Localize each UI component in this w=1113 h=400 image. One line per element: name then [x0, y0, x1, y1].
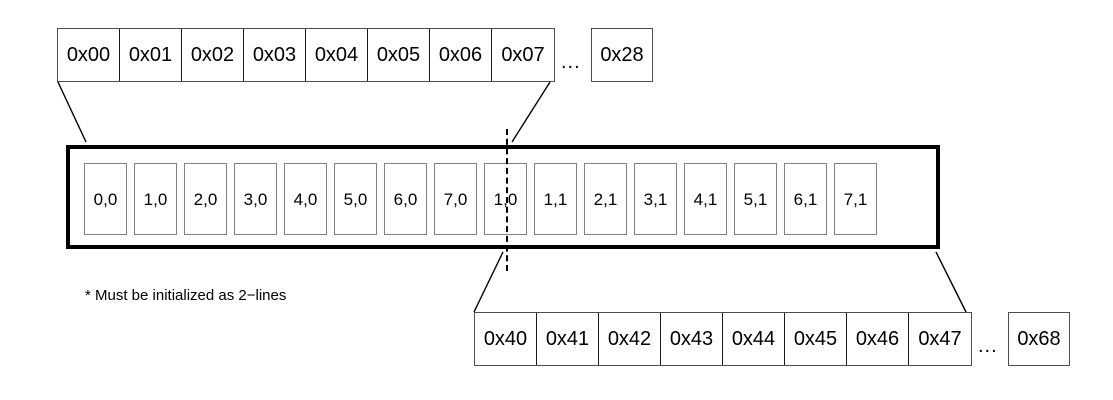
cache-cell[interactable]: 3,1 [634, 163, 677, 235]
cache-cell[interactable]: 3,0 [234, 163, 277, 235]
cache-cell[interactable]: 2,0 [184, 163, 227, 235]
cache-cell[interactable]: 0,0 [84, 163, 127, 235]
cache-cell-row: 0,0 1,0 2,0 3,0 4,0 5,0 6,0 7,0 1,0 1,1 … [84, 163, 877, 235]
cache-cell[interactable]: 6,0 [384, 163, 427, 235]
address-cell[interactable]: 0x03 [244, 29, 306, 81]
address-cell[interactable]: 0x06 [430, 29, 492, 81]
address-cell[interactable]: 0x02 [182, 29, 244, 81]
address-cell[interactable]: 0x07 [492, 29, 554, 81]
connector-bottom-left [473, 251, 504, 313]
line-split-divider [506, 129, 508, 271]
cache-cell[interactable]: 1,0 [484, 163, 527, 235]
cache-cell[interactable]: 5,1 [734, 163, 777, 235]
bottom-address-strip: 0x40 0x41 0x42 0x43 0x44 0x45 0x46 0x47 [474, 312, 972, 366]
address-cell[interactable]: 0x42 [599, 313, 661, 365]
address-cell[interactable]: 0x45 [785, 313, 847, 365]
address-cell[interactable]: 0x04 [306, 29, 368, 81]
cache-cell[interactable]: 4,1 [684, 163, 727, 235]
address-cell[interactable]: 0x41 [537, 313, 599, 365]
top-ellipsis: ... [561, 51, 581, 73]
connector-top-left [57, 81, 87, 143]
cache-cell[interactable]: 5,0 [334, 163, 377, 235]
address-cell[interactable]: 0x05 [368, 29, 430, 81]
address-cell[interactable]: 0x40 [475, 313, 537, 365]
address-cell[interactable]: 0x01 [120, 29, 182, 81]
address-cell[interactable]: 0x47 [909, 313, 971, 365]
cache-cell[interactable]: 2,1 [584, 163, 627, 235]
bottom-last-address-box[interactable]: 0x68 [1008, 312, 1070, 366]
cache-cell[interactable]: 4,0 [284, 163, 327, 235]
top-last-address-box[interactable]: 0x28 [591, 28, 653, 82]
connector-bottom-right [935, 251, 967, 313]
cache-cell[interactable]: 1,0 [134, 163, 177, 235]
cache-cell[interactable]: 6,1 [784, 163, 827, 235]
cache-cell[interactable]: 1,1 [534, 163, 577, 235]
address-cell[interactable]: 0x43 [661, 313, 723, 365]
footnote-text: * Must be initialized as 2−lines [85, 287, 287, 304]
cache-cell[interactable]: 7,1 [834, 163, 877, 235]
cache-cell[interactable]: 7,0 [434, 163, 477, 235]
bottom-ellipsis: ... [978, 335, 998, 357]
address-cell[interactable]: 0x44 [723, 313, 785, 365]
address-cell[interactable]: 0x00 [58, 29, 120, 81]
cache-line-box: 0,0 1,0 2,0 3,0 4,0 5,0 6,0 7,0 1,0 1,1 … [66, 129, 940, 271]
address-cell[interactable]: 0x46 [847, 313, 909, 365]
top-address-strip: 0x00 0x01 0x02 0x03 0x04 0x05 0x06 0x07 [57, 28, 555, 82]
connector-top-right [511, 81, 551, 143]
